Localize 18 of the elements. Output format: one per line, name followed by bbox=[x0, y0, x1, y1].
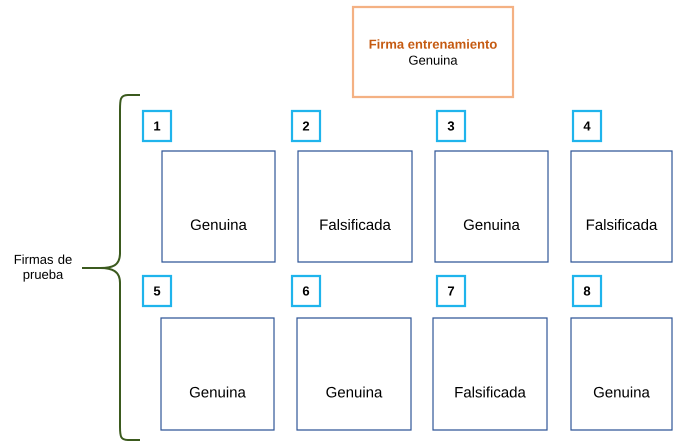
number-badge: 7 bbox=[436, 274, 466, 308]
number-badge: 2 bbox=[290, 110, 322, 142]
signature-box: Genuina bbox=[161, 150, 276, 263]
number-badge: 5 bbox=[142, 274, 172, 308]
number-badge: 8 bbox=[572, 274, 602, 308]
signature-box: Genuina bbox=[160, 317, 275, 431]
signature-box: Falsificada bbox=[297, 150, 413, 263]
number-badge: 3 bbox=[436, 110, 466, 142]
signature-box: Genuina bbox=[570, 317, 673, 431]
signature-box: Falsificada bbox=[432, 317, 548, 431]
number-badge: 1 bbox=[142, 110, 172, 142]
number-badge: 4 bbox=[572, 110, 602, 142]
number-badge: 6 bbox=[290, 274, 322, 308]
training-signature-box: Firma entrenamiento Genuina bbox=[352, 6, 514, 98]
brace-label: Firmas de prueba bbox=[14, 254, 72, 282]
signature-box: Falsificada bbox=[570, 150, 673, 263]
signature-box: Genuina bbox=[434, 150, 549, 263]
signature-box: Genuina bbox=[296, 317, 412, 431]
